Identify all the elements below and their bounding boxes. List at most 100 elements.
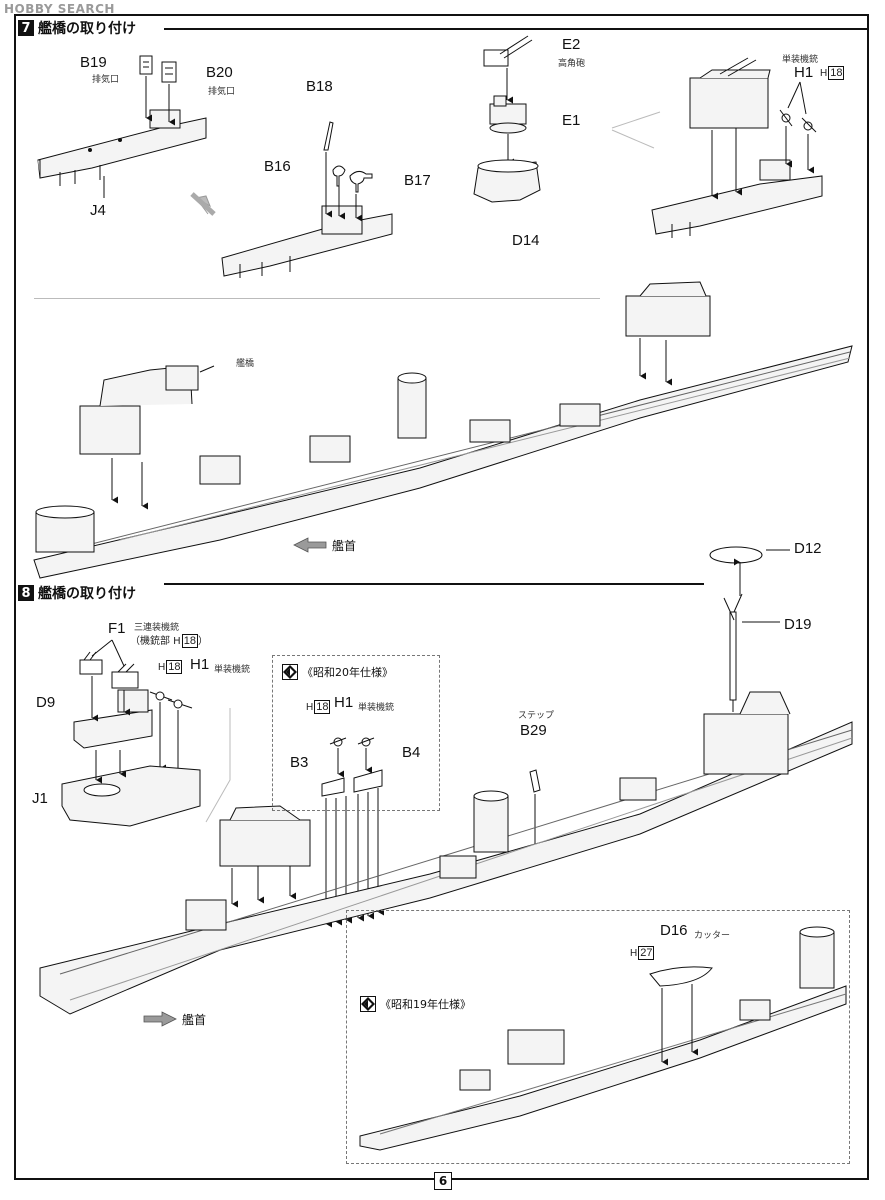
part-d9 [73,689,153,749]
label-f1-sub2-pre: （機銃部 H [130,636,181,647]
label-b18: B18 [306,78,333,95]
ship-hull-step8 [39,691,853,1015]
bow-arrow-right-icon [143,1011,177,1027]
part-d14 [473,159,541,203]
label-bridge: 艦橋 [236,359,255,369]
label-d16: D16 [660,922,688,939]
step8-title: 艦橋の取り付け [38,586,136,602]
spec-showa20: 《昭和20年仕様》 [282,664,393,680]
part-b20 [161,61,177,83]
step7-rule [164,28,867,30]
label-b17: B17 [404,172,431,189]
label-d16-ref-num: 27 [638,946,655,960]
watermark-text: HOBBY SEARCH [4,2,115,16]
label-d9: D9 [36,694,56,711]
label-d12: D12 [794,540,822,557]
spec-showa19: 《昭和19年仕様》 [360,996,471,1012]
label-e2-sub: 高角砲 [558,59,586,69]
label-bow-bottom: 艦首 [182,1012,207,1027]
step7-header: 7 艦橋の取り付け [18,18,136,38]
label-f1: F1 [108,620,126,637]
label-b19: B19 [80,54,107,71]
bow-indicator-bottom: 艦首 [142,1010,206,1028]
label-h1-top-ref-num: 18 [828,66,845,80]
label-showa20: 《昭和20年仕様》 [302,666,393,679]
label-b20: B20 [206,64,233,81]
part-b29 [529,769,541,793]
label-h1-mid-ref-num: 18 [314,700,331,714]
part-h1-left-b [167,699,193,709]
step8-header: 8 艦橋の取り付け [18,583,136,603]
part-b16 [332,165,346,187]
part-d12 [709,546,763,564]
part-aft-deck [651,57,823,238]
showa20-box [272,655,440,811]
part-b18 [323,121,334,151]
part-d19 [723,593,743,701]
bow-indicator-top: 艦首 [292,536,356,554]
sub-assembly-divider [34,298,600,299]
step7-title: 艦橋の取り付け [38,21,136,37]
spec-marker-icon [282,664,298,680]
label-d19: D19 [784,616,812,633]
part-h1-top-a [779,109,793,127]
label-h1-left-ref-num: 18 [166,660,183,674]
label-h1-top-sub: 単装機銃 [782,55,819,65]
part-j4-deck [37,109,207,186]
label-h1-top-ref-h: H [820,68,828,79]
page-number: 6 [434,1172,452,1190]
part-h1-top-b [801,117,817,133]
part-h1-mid [329,737,375,747]
part-b17 [349,170,373,193]
label-h1-mid: H1 [334,694,354,711]
part-d16 [649,966,713,987]
label-f1-sub2-post: ） [197,636,208,647]
label-b20-sub: 排気口 [208,87,236,97]
showa19-box [346,910,850,1164]
part-b4 [353,769,383,793]
label-d16-sub: カッター [694,931,731,941]
label-b16: B16 [264,158,291,175]
label-h1-top: H1 [794,64,814,81]
step8-rule [164,583,704,585]
label-bow-top: 艦首 [332,538,357,553]
part-e1 [489,95,527,134]
part-h1-left-a [149,691,173,701]
label-e1: E1 [562,112,581,129]
label-b4: B4 [402,744,421,761]
part-b19 [139,55,153,75]
label-h1-left-ref-h: H [158,662,166,673]
label-d14: D14 [512,232,540,249]
spec-marker-icon [360,996,376,1012]
step7-number: 7 [18,20,34,36]
label-b3: B3 [290,754,309,771]
label-b19-sub: 排気口 [92,75,120,85]
part-f1 [79,651,139,689]
label-e2: E2 [562,36,581,53]
bow-arrow-left-icon [293,537,327,553]
part-deck-b16-b17 [221,205,393,278]
label-showa19: 《昭和19年仕様》 [380,998,471,1011]
label-b29: B29 [520,722,547,739]
label-b29-sub: ステップ [518,711,555,721]
label-j4: J4 [90,202,106,219]
label-f1-sub2-num: 18 [181,634,198,648]
ship-hull-showa19 [359,926,847,1151]
part-j1 [61,765,201,827]
label-h1-mid-sub: 単装機銃 [358,703,395,713]
part-b3 [321,777,345,797]
ship-hull-step7 [33,281,853,579]
label-j1: J1 [32,790,48,807]
label-d16-ref-h: H [630,948,638,959]
label-h1-mid-ref-h: H [306,702,314,713]
label-h1-left: H1 [190,656,210,673]
part-e2 [483,35,533,67]
label-f1-sub1: 三連装機銃 [134,623,180,633]
step8-number: 8 [18,585,34,601]
